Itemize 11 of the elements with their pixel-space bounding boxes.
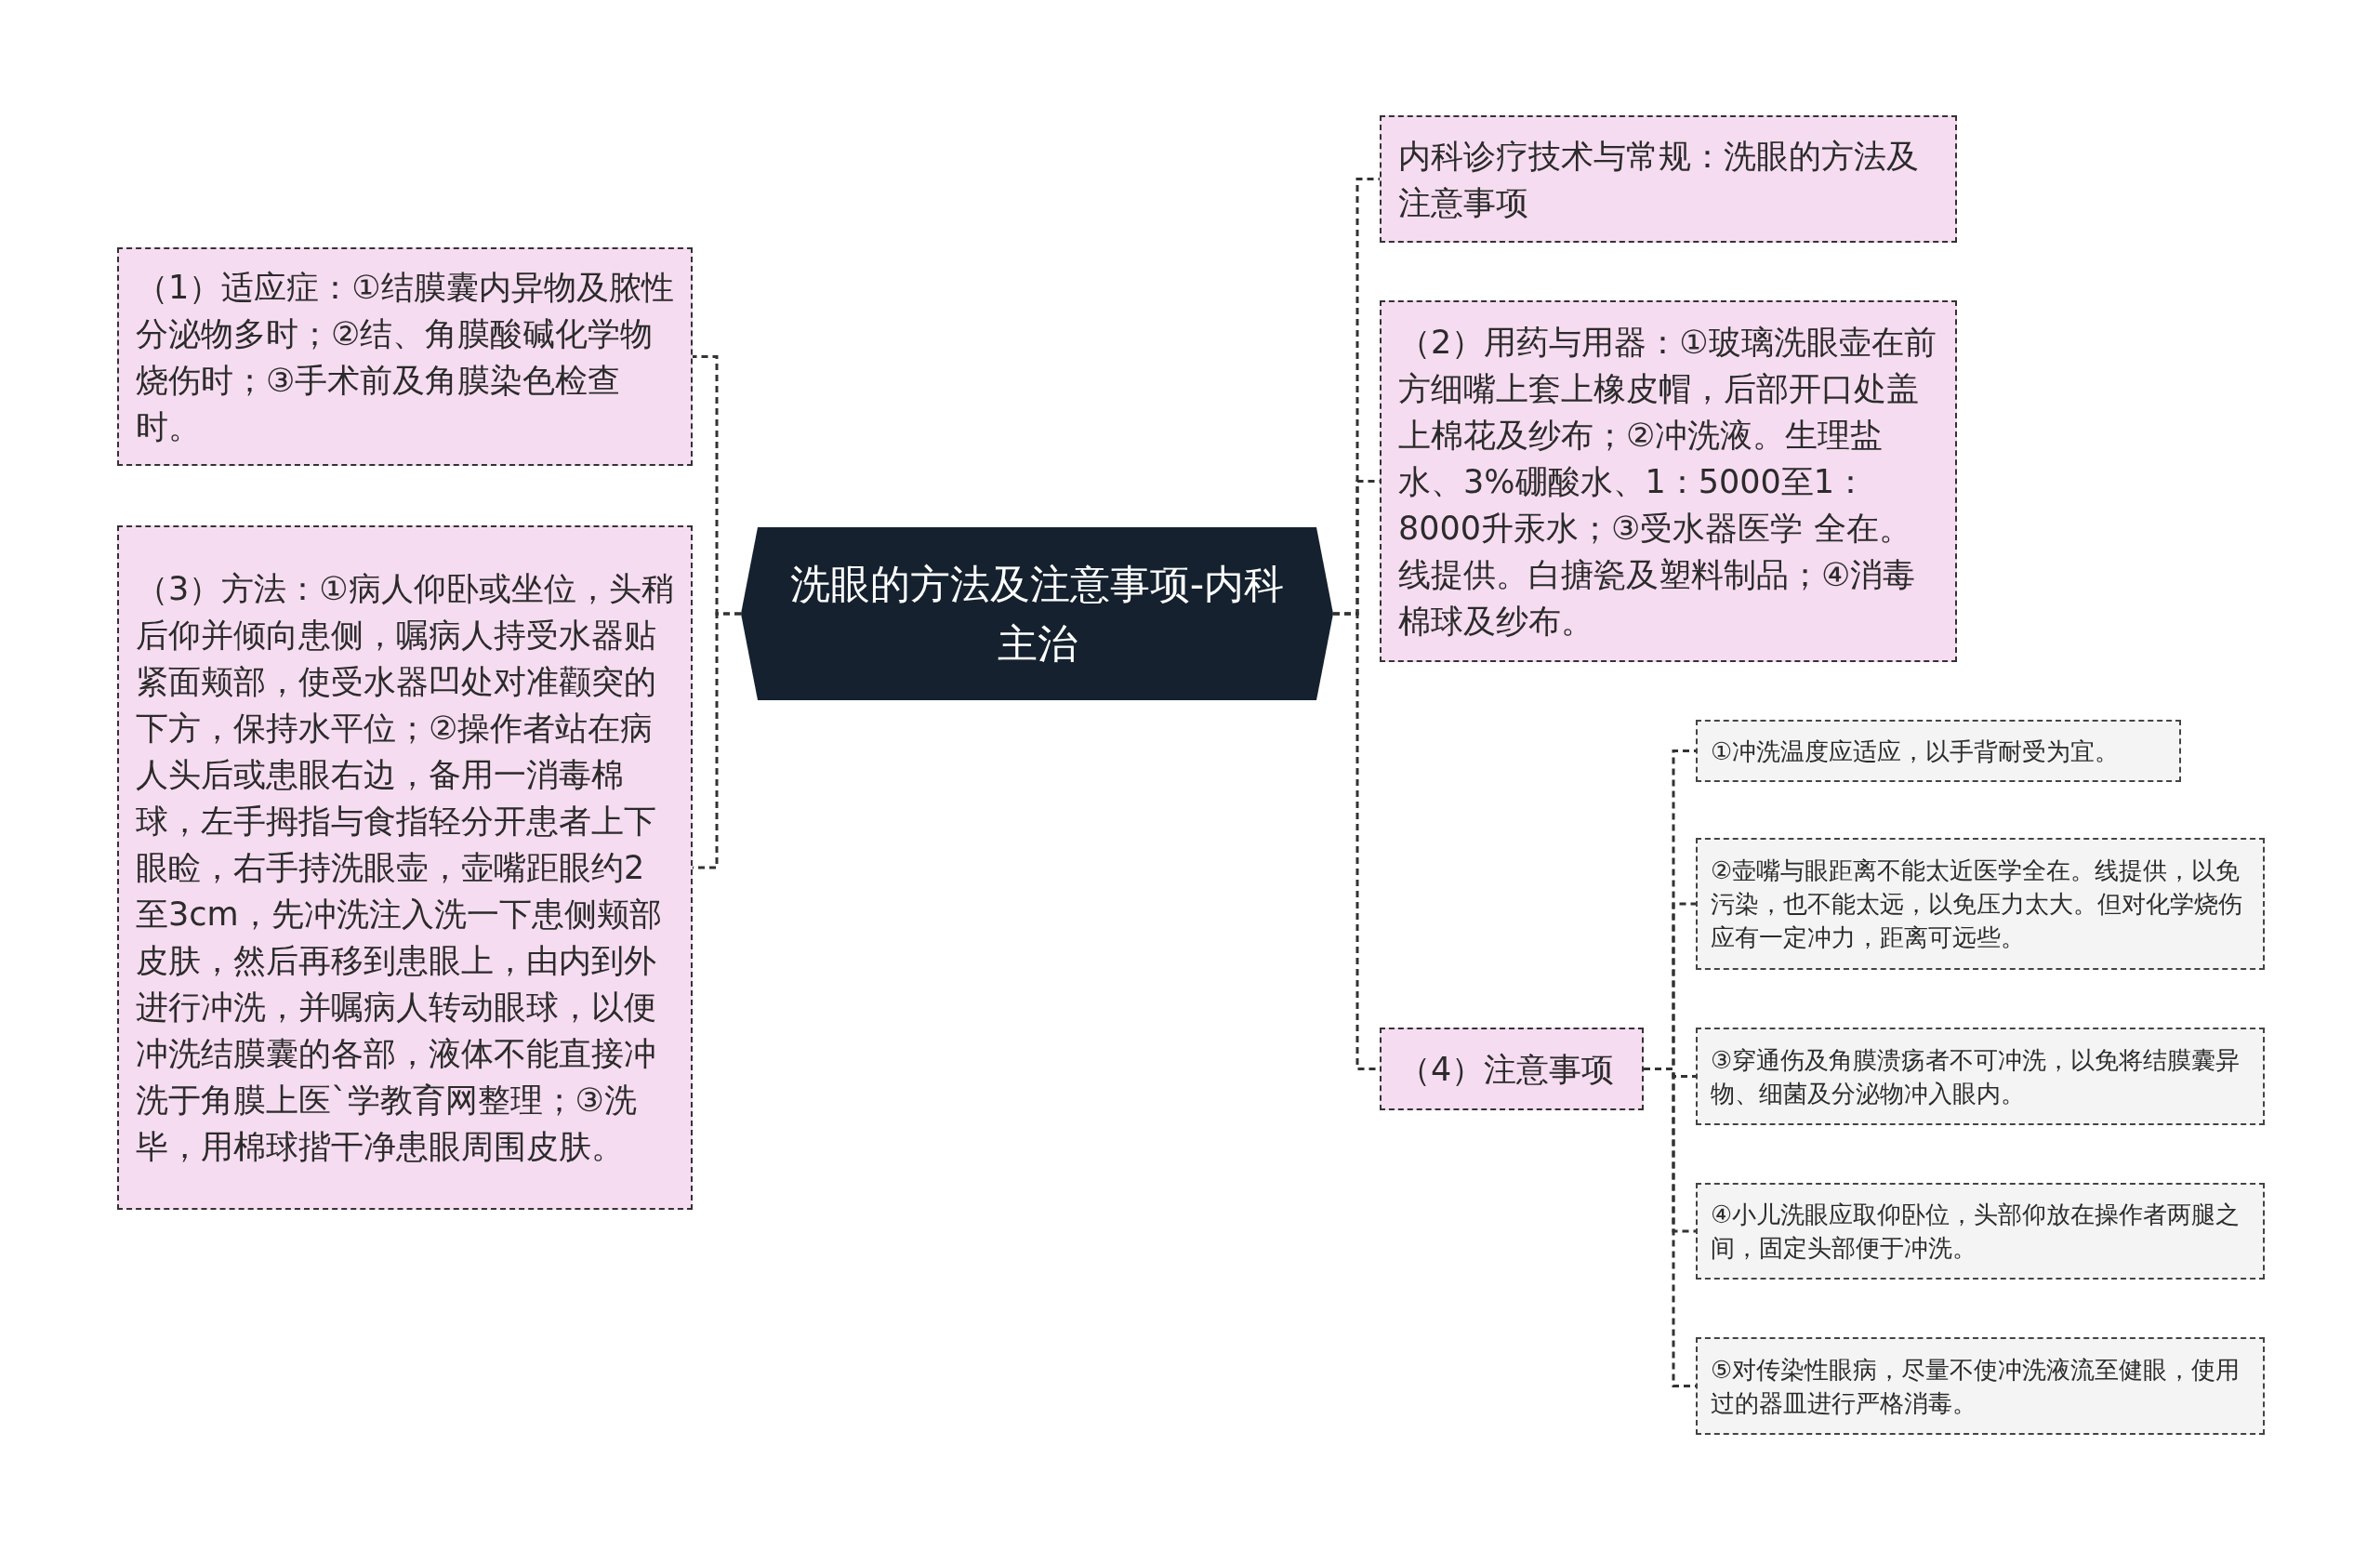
topic-box: （4）注意事项 — [1380, 1028, 1644, 1110]
topic-box: （1）适应症：①结膜囊内异物及脓性分泌物多时；②结、角膜酸碱化学物烧伤时；③手术前及角膜染色检查时。 — [117, 247, 693, 466]
topic-box: （2）用药与用器：①玻璃洗眼壶在前方细嘴上套上橡皮帽，后部开口处盖上棉花及纱布；②冲洗液。生理盐水、3%硼酸水、1：5000至1：8000升汞水；③受水器医学 全在。线提供。白搪瓷及塑料制品；④消毒棉球及纱布。 — [1380, 300, 1957, 662]
note-box: ④小儿洗眼应取仰卧位，头部仰放在操作者两腿之间，固定头部便于冲洗。 — [1696, 1183, 2265, 1280]
central-topic: 洗眼的方法及注意事项-内科主治 — [741, 527, 1333, 700]
note-box: ⑤对传染性眼病，尽量不使冲洗液流至健眼，使用过的器皿进行严格消毒。 — [1696, 1337, 2265, 1435]
note-box: ②壶嘴与眼距离不能太近医学全在。线提供，以免污染，也不能太远，以免压力太大。但对化学烧伤应有一定冲力，距离可远些。 — [1696, 838, 2265, 970]
note-box: ③穿通伤及角膜溃疡者不可冲洗，以免将结膜囊异物、细菌及分泌物冲入眼内。 — [1696, 1028, 2265, 1125]
note-box: ①冲洗温度应适应，以手背耐受为宜。 — [1696, 720, 2181, 782]
topic-box: （3）方法：①病人仰卧或坐位，头稍后仰并倾向患侧，嘱病人持受水器贴紧面颊部，使受水器凹处对准颧突的下方，保持水平位；②操作者站在病人头后或患眼右边，备用一消毒棉球，左手拇指与食指轻分开患者上下眼睑，右手持洗眼壶，壶嘴距眼约2至3cm，先冲洗注入洗一下患侧颊部皮肤，然后再移到患眼上，由内到外进行冲洗，并嘱病人转动眼球，以便冲洗结膜囊的各部，液体不能直接冲洗于角膜上医`学教育网整理；③洗毕，用棉球揩干净患眼周围皮肤。 — [117, 525, 693, 1210]
topic-box: 内科诊疗技术与常规：洗眼的方法及注意事项 — [1380, 115, 1957, 243]
